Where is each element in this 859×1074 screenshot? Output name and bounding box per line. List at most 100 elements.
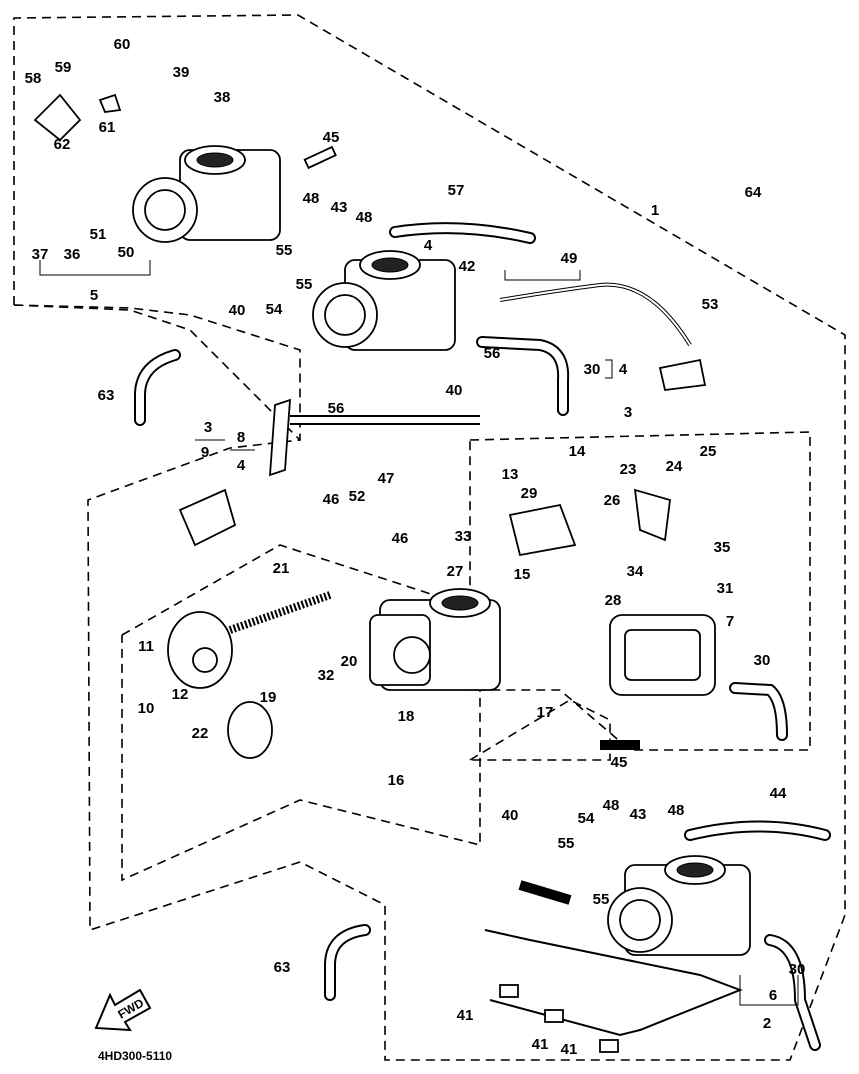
part-number-label: 44 [770,785,787,802]
part-number-label: 55 [593,891,610,908]
part-number-label: 3 [624,404,632,421]
part-number-label: 25 [700,443,717,460]
part-number-label: 9 [201,444,209,461]
part-number-label: 45 [611,754,628,771]
part-number-label: 37 [32,246,49,263]
part-number-label: 39 [173,64,190,81]
part-number-label: 60 [114,36,131,53]
part-number-label: 20 [341,653,358,670]
part-number-label: 50 [118,244,135,261]
part-number-label: 63 [274,959,291,976]
group-1-outline [13,14,846,1061]
part-number-label: 46 [392,530,409,547]
part-number-label: 3 [204,419,212,436]
bracket-30-4 [605,359,613,379]
part-number-label: 43 [630,806,647,823]
part-number-label: 63 [98,387,115,404]
part-number-label: 54 [578,810,595,827]
carburetor-4 [607,855,751,956]
part-number-label: 57 [448,182,465,199]
part-number-label: 14 [569,443,586,460]
part-number-label: 62 [54,136,71,153]
part-number-label: 41 [532,1036,549,1053]
lever-8 [269,398,291,477]
part-number-label: 38 [214,89,231,106]
bracket-3-8 [195,439,255,451]
part-number-label: 18 [398,708,415,725]
part-number-label: 47 [378,470,395,487]
carburetor-3 [369,588,501,691]
part-number-label: 40 [446,382,463,399]
part-number-label: 33 [455,528,472,545]
part-number-label: 26 [604,492,621,509]
part-number-label: 35 [714,539,731,556]
part-number-label: 59 [55,59,72,76]
part-number-label: 56 [484,345,501,362]
part-number-label: 41 [561,1041,578,1058]
group-3-outline [469,431,811,751]
part-number-label: 7 [726,613,734,630]
plate-23 [633,488,671,542]
part-number-label: 12 [172,686,189,703]
part-number-label: 13 [502,466,519,483]
part-number-label: 48 [356,209,373,226]
bracket-9 [178,488,237,547]
part-number-label: 27 [447,563,464,580]
part-number-label: 6 [769,987,777,1004]
part-number-label: 53 [702,296,719,313]
throttle-stop-53 [658,358,707,391]
part-number-label: 10 [138,700,155,717]
part-number-label: 23 [620,461,637,478]
part-number-label: 15 [514,566,531,583]
part-number-label: 43 [331,199,348,216]
part-number-label: 30 [754,652,771,669]
clip-41c [599,1039,619,1053]
bracket-15 [508,503,577,557]
group-5-outline [13,304,301,441]
sensor-60 [98,93,122,113]
part-number-label: 21 [273,560,290,577]
bracket-2 [739,975,799,1006]
part-number-label: 40 [502,807,519,824]
part-number-label: 22 [192,725,209,742]
bracket-49 [504,270,581,281]
bracket-5 [39,260,151,276]
part-number-label: 54 [266,301,283,318]
part-number-label: 30 [584,361,601,378]
part-number-label: 61 [99,119,116,136]
part-number-label: 2 [763,1015,771,1032]
part-number-label: 19 [260,689,277,706]
part-number-label: 40 [229,302,246,319]
part-number-label: 8 [237,429,245,446]
part-number-label: 55 [276,242,293,259]
part-number-label: 64 [745,184,762,201]
switch-59 [33,93,82,142]
part-number-label: 32 [318,667,335,684]
part-number-label: 49 [561,250,578,267]
forward-arrow-icon: FWD [94,988,152,1032]
part-number-label: 42 [459,258,476,275]
group-2-outline [469,699,611,761]
part-number-label: 34 [627,563,644,580]
part-number-label: 55 [296,276,313,293]
clip-41b [544,1009,564,1023]
part-number-label: 36 [64,246,81,263]
part-number-label: 48 [603,797,620,814]
part-number-label: 58 [25,70,42,87]
part-number-label: 1 [651,202,659,219]
part-number-label: 31 [717,580,734,597]
part-number-label: 45 [323,129,340,146]
carburetor-1 [132,145,281,243]
part-number-label: 56 [328,400,345,417]
part-number-label: 4 [424,237,433,254]
part-number-label: 48 [303,190,320,207]
part-number-label: 51 [90,226,107,243]
part-number-label: 46 [323,491,340,508]
part-number-label: 52 [349,488,366,505]
diagram-code: 4HD300-5110 [98,1049,172,1063]
part-number-label: 4 [237,457,246,474]
part-number-label: 28 [605,592,622,609]
carburetor-2 [312,250,456,351]
